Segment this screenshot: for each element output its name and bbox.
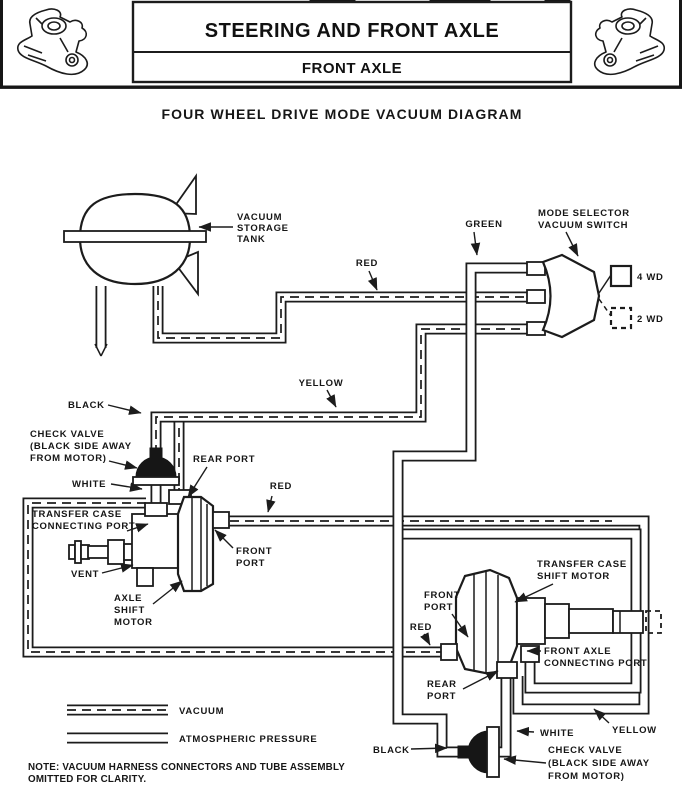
vacuum-tubes [28,268,644,752]
front-axle-connecting-port-fitting [520,645,540,663]
axle-shift-motor [68,489,230,593]
svg-text:FROM MOTOR): FROM MOTOR) [548,771,625,782]
label-green: GREEN [465,219,502,230]
label-white-left: WHITE [72,479,106,490]
legend-vacuum-label: VACUUM [179,706,224,717]
front-port-fitting-left [212,511,230,529]
label-front-port-right: FRONT [424,590,460,601]
4wd-position-box [609,264,633,288]
svg-text:VACUUM SWITCH: VACUUM SWITCH [538,220,628,231]
label-white-right: WHITE [540,728,574,739]
label-transfer-case-connecting-port: TRANSFER CASE [32,509,122,520]
note-line-1: NOTE: VACUUM HARNESS CONNECTORS AND TUBE… [28,762,345,773]
label-yellow-mid: YELLOW [299,378,344,389]
control-arm-icon [16,8,89,76]
check-valve-black-dome [135,456,177,478]
legend-atmospheric-label: ATMOSPHERIC PRESSURE [179,734,317,745]
svg-text:CONNECTING PORT: CONNECTING PORT [32,521,135,532]
header-title-box [131,0,573,84]
mode-selector-vacuum-switch [526,253,633,339]
label-yellow-right: YELLOW [612,725,657,736]
front-port-fitting-right [440,643,458,661]
svg-text:SHIFT MOTOR: SHIFT MOTOR [537,571,610,582]
label-red-top: RED [356,258,378,269]
label-4wd: 4 WD [637,272,664,283]
tube-yellow-main [155,328,536,453]
diagram-title: FOUR WHEEL DRIVE MODE VACUUM DIAGRAM [161,106,522,122]
svg-text:PORT: PORT [236,558,265,569]
svg-text:SHIFT: SHIFT [114,605,145,616]
label-mode-selector: MODE SELECTOR [538,208,630,219]
switch-body [541,253,601,339]
label-black-left: BLACK [68,400,105,411]
legend: VACUUM ATMOSPHERIC PRESSURE [67,706,317,745]
scan-edge-left [0,0,3,89]
switch-4wd-link [598,274,612,294]
svg-text:MOTOR: MOTOR [114,617,153,628]
header-rule [0,85,682,89]
callout-arrows [101,222,610,765]
rear-port-fitting-right [496,661,518,679]
check-valve-left [132,447,180,486]
output-shaft [568,608,614,634]
shaft-dashed-extension [645,610,662,634]
transfer-case-connecting-port-fitting [144,502,168,517]
switch-2wd-link [598,298,612,317]
label-red-mid: RED [270,481,292,492]
motor-housing [131,513,179,569]
svg-text:PORT: PORT [424,602,453,613]
page-header: STEERING AND FRONT AXLE FRONT AXLE [0,0,682,89]
label-black-bottom: BLACK [373,745,410,756]
label-front-port-left: FRONT [236,546,272,557]
label-transfer-case-shift-motor: TRANSFER CASE [537,559,627,570]
label-axle-shift-motor: AXLE [114,593,142,604]
note-line-2: OMITTED FOR CLARITY. [28,774,146,785]
label-front-axle-connecting-port: FRONT AXLE [544,646,611,657]
label-check-valve-bottom: CHECK VALVE [548,745,622,756]
svg-text:STORAGE: STORAGE [237,223,289,234]
label-vacuum-storage-tank: VACUUM [237,212,282,223]
switch-port-red [526,289,546,304]
control-arm-icon [593,8,666,76]
tank-band [63,230,207,243]
svg-text:FROM MOTOR): FROM MOTOR) [30,453,107,464]
section-subtitle: FRONT AXLE [302,60,402,77]
section-title: STEERING AND FRONT AXLE [205,20,499,42]
check-valve-white-disc [132,476,180,486]
svg-text:TANK: TANK [237,234,265,245]
label-rear-port-left: REAR PORT [193,454,255,465]
check-valve-black-dome [467,730,490,774]
check-valve-bottom [457,726,500,778]
label-red-right: RED [410,622,432,633]
clarity-note: NOTE: VACUUM HARNESS CONNECTORS AND TUBE… [28,762,345,785]
label-rear-port-right: REAR [427,679,457,690]
vacuum-storage-tank [63,173,207,297]
switch-port-yellow [526,321,546,336]
svg-text:(BLACK SIDE AWAY: (BLACK SIDE AWAY [548,758,650,769]
svg-text:(BLACK SIDE AWAY: (BLACK SIDE AWAY [30,441,132,452]
label-vent: VENT [71,569,99,580]
switch-port-green [526,261,546,276]
vent-stub [136,567,154,587]
svg-text:CONNECTING PORT: CONNECTING PORT [544,658,647,669]
svg-text:PORT: PORT [427,691,456,702]
label-check-valve-left: CHECK VALVE [30,429,104,440]
2wd-position-box [609,306,633,330]
diagram-labels: VACUUM STORAGE TANK RED GREEN MODE SELEC… [30,208,664,782]
label-2wd: 2 WD [637,314,664,325]
check-valve-white-disc [486,726,500,778]
